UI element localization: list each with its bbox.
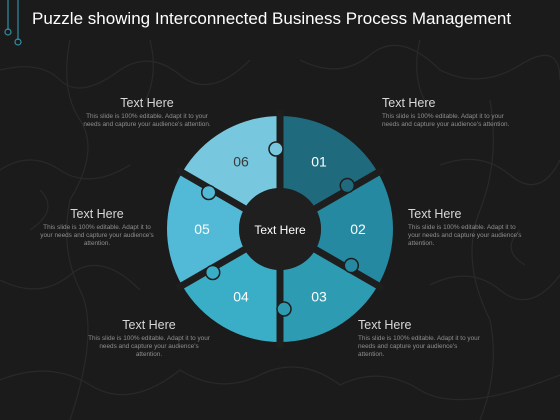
corner-accent-line xyxy=(7,0,19,40)
callout-06: Text Here This slide is 100% editable. A… xyxy=(82,96,212,129)
callout-body: This slide is 100% editable. Adapt it to… xyxy=(408,224,522,248)
callout-03: Text Here This slide is 100% editable. A… xyxy=(358,318,484,360)
corner-accent-dot xyxy=(14,38,22,46)
puzzle-tab xyxy=(268,141,284,157)
callout-heading: Text Here xyxy=(122,318,176,332)
page-title: Puzzle showing Interconnected Business P… xyxy=(32,9,512,28)
segment-number-02: 02 xyxy=(350,221,366,237)
callout-02: Text Here This slide is 100% editable. A… xyxy=(408,207,526,249)
callout-body: This slide is 100% editable. Adapt it to… xyxy=(40,224,154,248)
segment-number-03: 03 xyxy=(311,289,327,305)
callout-body: This slide is 100% editable. Adapt it to… xyxy=(88,335,210,359)
segment-number-01: 01 xyxy=(311,153,327,169)
callout-body: This slide is 100% editable. Adapt it to… xyxy=(83,113,211,129)
callout-heading: Text Here xyxy=(408,207,462,221)
puzzle-tab xyxy=(276,301,292,317)
callout-body: This slide is 100% editable. Adapt it to… xyxy=(382,113,510,129)
corner-accent-dot xyxy=(4,28,12,36)
puzzle-tab xyxy=(204,264,221,281)
segment-number-05: 05 xyxy=(194,221,210,237)
puzzle-tab xyxy=(339,177,356,194)
callout-01: Text Here This slide is 100% editable. A… xyxy=(382,96,512,129)
center-hub xyxy=(239,188,321,270)
callout-05: Text Here This slide is 100% editable. A… xyxy=(38,207,156,249)
callout-body: This slide is 100% editable. Adapt it to… xyxy=(358,335,480,359)
puzzle-tab xyxy=(343,257,360,274)
segment-number-04: 04 xyxy=(233,289,249,305)
puzzle-tab xyxy=(200,184,217,201)
callout-04: Text Here This slide is 100% editable. A… xyxy=(86,318,212,360)
callout-heading: Text Here xyxy=(120,96,174,110)
callout-heading: Text Here xyxy=(358,318,412,332)
callout-heading: Text Here xyxy=(382,96,436,110)
center-label: Text Here xyxy=(254,223,306,237)
callout-heading: Text Here xyxy=(70,207,124,221)
segment-number-06: 06 xyxy=(233,153,249,169)
